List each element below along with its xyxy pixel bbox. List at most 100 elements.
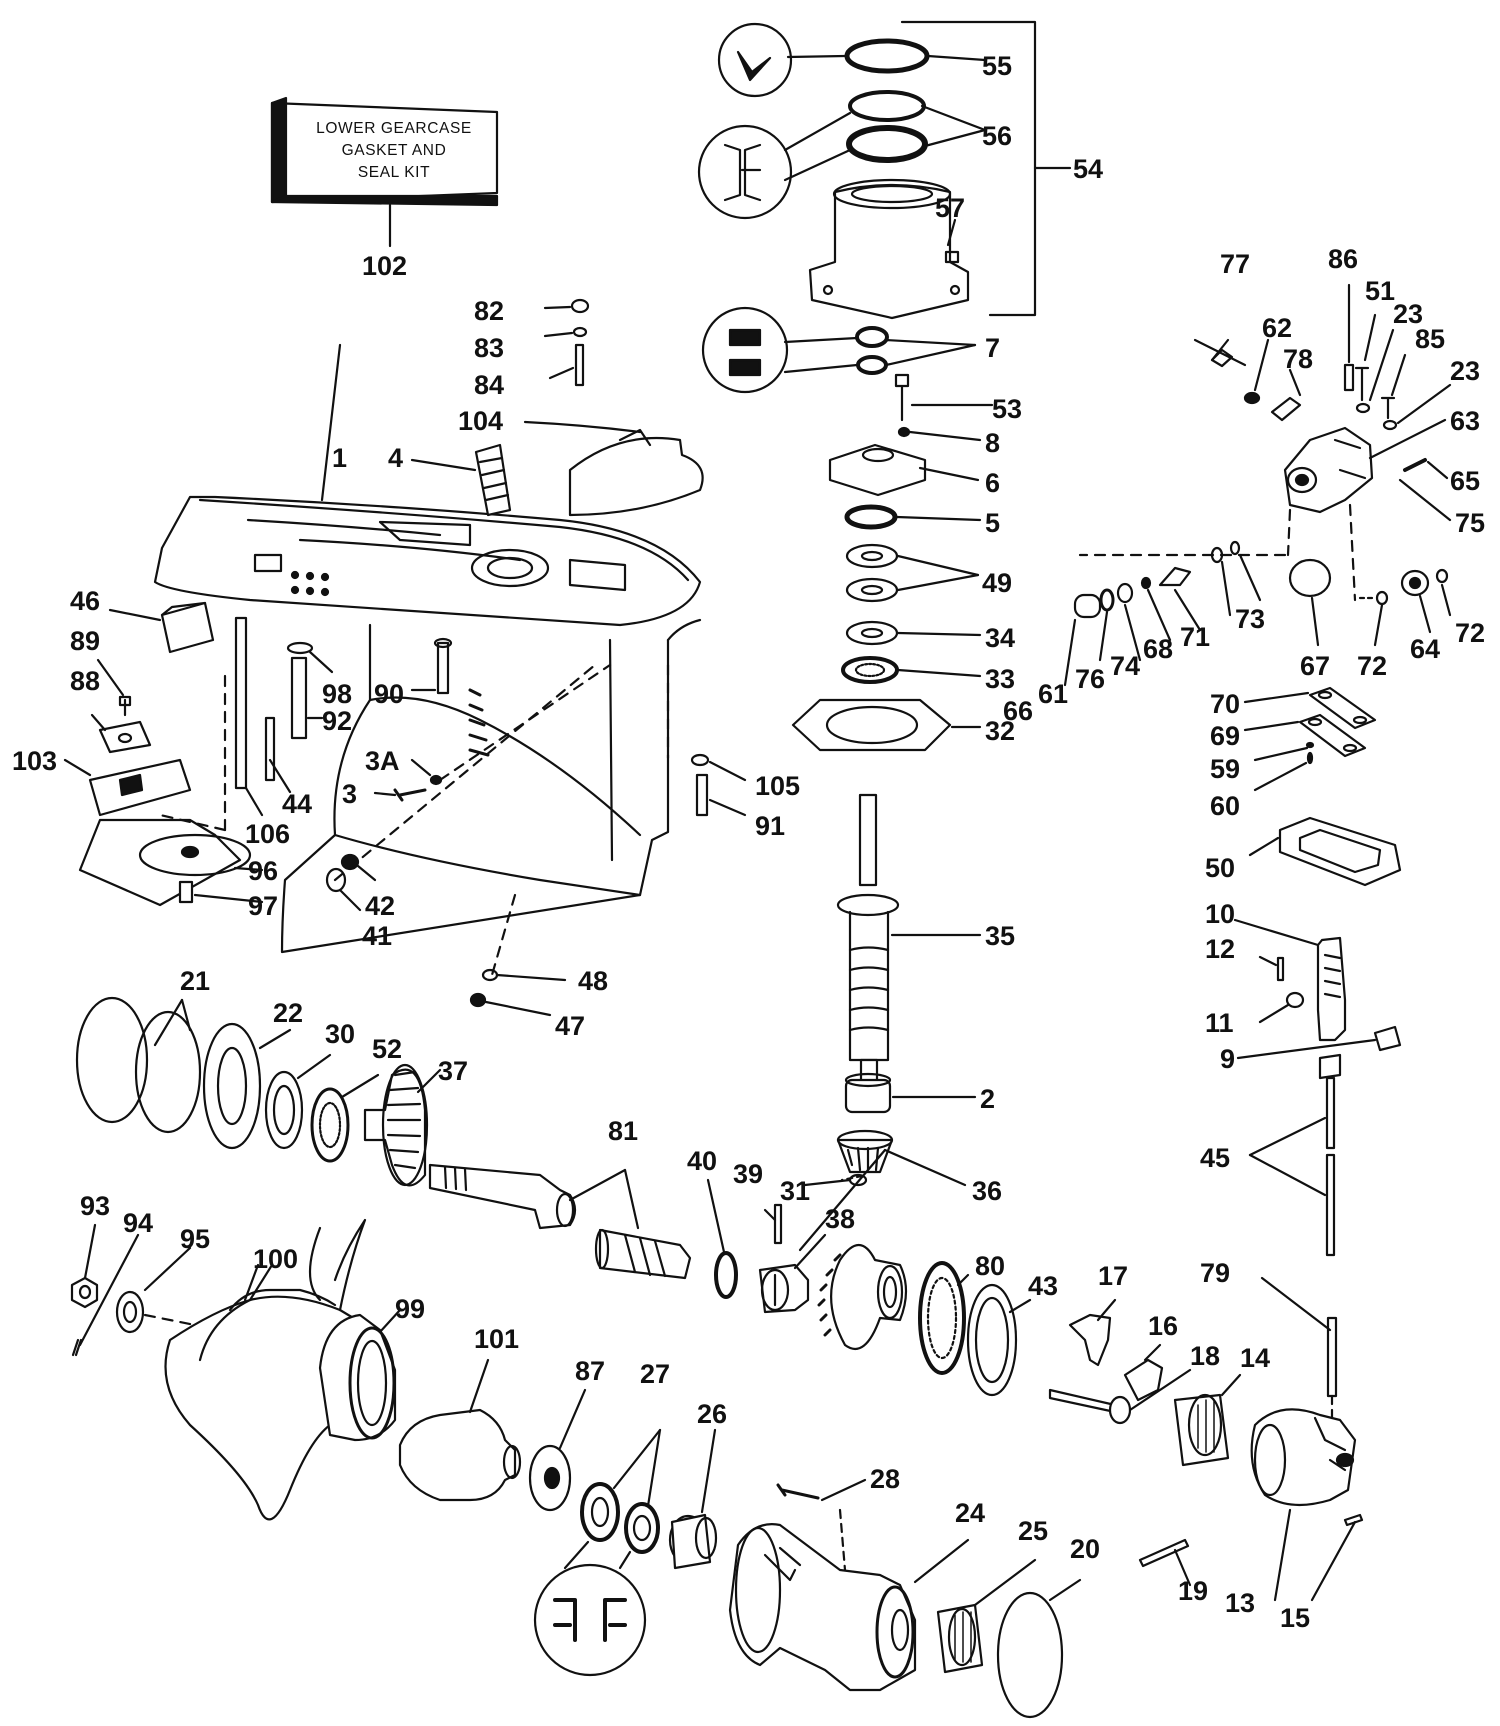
- callout-74: 74: [1110, 651, 1140, 681]
- callout-31: 31: [780, 1176, 810, 1206]
- callout-24: 24: [955, 1498, 985, 1528]
- gasket-seal-kit-box: [270, 96, 499, 248]
- propeller-gear-train: [70, 996, 1364, 1719]
- callout-56: 56: [982, 121, 1012, 151]
- callout-80: 80: [975, 1251, 1005, 1281]
- callout-27: 27: [640, 1359, 670, 1389]
- gearcase-housing: [153, 343, 702, 954]
- callout-71: 71: [1180, 622, 1210, 652]
- callout-4: 4: [388, 443, 403, 473]
- callout-11: 11: [1205, 1008, 1234, 1038]
- callout-94: 94: [123, 1208, 153, 1238]
- callout-73: 73: [1235, 604, 1265, 634]
- callout-79: 79: [1200, 1258, 1230, 1288]
- callout-6: 6: [985, 468, 1000, 498]
- callout-15: 15: [1280, 1603, 1310, 1633]
- callout-81: 81: [608, 1116, 638, 1146]
- callout-96: 96: [248, 856, 278, 886]
- callout-63: 63: [1450, 406, 1480, 436]
- callout-8: 8: [985, 428, 1000, 458]
- callout-3: 3: [342, 779, 357, 809]
- callout-92: 92: [322, 706, 352, 736]
- callout-76: 76: [1075, 664, 1105, 694]
- callout-50: 50: [1205, 853, 1235, 883]
- callout-72a: 72: [1357, 651, 1387, 681]
- callout-104: 104: [458, 406, 503, 436]
- callout-84: 84: [474, 370, 504, 400]
- callout-57: 57: [935, 193, 965, 223]
- callout-69: 69: [1210, 721, 1240, 751]
- callout-95: 95: [180, 1224, 210, 1254]
- callout-30: 30: [325, 1019, 355, 1049]
- callout-52: 52: [372, 1034, 402, 1064]
- callout-38: 38: [825, 1204, 855, 1234]
- callout-98: 98: [322, 679, 352, 709]
- callout-97: 97: [248, 891, 278, 921]
- callout-19: 19: [1178, 1576, 1208, 1606]
- callout-106: 106: [245, 819, 290, 849]
- callout-72b: 72: [1455, 618, 1485, 648]
- callout-83: 83: [474, 333, 504, 363]
- callout-93: 93: [80, 1191, 110, 1221]
- callout-68: 68: [1143, 634, 1173, 664]
- callout-16: 16: [1148, 1311, 1178, 1341]
- callout-17: 17: [1098, 1261, 1128, 1291]
- callout-26: 26: [697, 1399, 727, 1429]
- callout-23b: 23: [1450, 356, 1480, 386]
- callout-18: 18: [1190, 1341, 1220, 1371]
- callout-85: 85: [1415, 324, 1445, 354]
- callout-28: 28: [870, 1464, 900, 1494]
- callout-61: 61: [1038, 679, 1068, 709]
- kit-box-label: LOWER GEARCASE GASKET AND SEAL KIT: [316, 120, 471, 181]
- callout-101: 101: [474, 1324, 519, 1354]
- callout-23a: 23: [1393, 299, 1423, 329]
- callout-5: 5: [985, 508, 1000, 538]
- callout-91: 91: [755, 811, 785, 841]
- callout-36: 36: [972, 1176, 1002, 1206]
- callout-34: 34: [985, 623, 1015, 653]
- callout-10: 10: [1205, 899, 1235, 929]
- callout-90: 90: [374, 679, 404, 709]
- callout-39: 39: [733, 1159, 763, 1189]
- callout-87: 87: [575, 1356, 605, 1386]
- callout-99: 99: [395, 1294, 425, 1324]
- callout-32: 32: [985, 716, 1015, 746]
- callout-51: 51: [1365, 276, 1395, 306]
- callout-22: 22: [273, 998, 303, 1028]
- callout-86: 86: [1328, 244, 1358, 274]
- callout-20: 20: [1070, 1534, 1100, 1564]
- kit-line-2: GASKET AND: [342, 142, 447, 159]
- callout-55: 55: [982, 51, 1012, 81]
- callout-67: 67: [1300, 651, 1330, 681]
- callout-9: 9: [1220, 1044, 1235, 1074]
- callout-65: 65: [1450, 466, 1480, 496]
- callout-78: 78: [1283, 344, 1313, 374]
- shift-housing-assembly: [1063, 283, 1452, 1257]
- callout-13: 13: [1225, 1588, 1255, 1618]
- callout-82: 82: [474, 296, 504, 326]
- callout-49: 49: [982, 568, 1012, 598]
- callout-70: 70: [1210, 689, 1240, 719]
- bearing-housing-stack: [697, 20, 1072, 1252]
- callout-60: 60: [1210, 791, 1240, 821]
- callout-2: 2: [980, 1084, 995, 1114]
- callout-77: 77: [1220, 249, 1250, 279]
- callout-25: 25: [1018, 1516, 1048, 1546]
- callout-53: 53: [992, 394, 1022, 424]
- callout-45: 45: [1200, 1143, 1230, 1173]
- callout-35: 35: [985, 921, 1015, 951]
- callout-42: 42: [365, 891, 395, 921]
- callout-1: 1: [332, 443, 347, 473]
- callout-48: 48: [578, 966, 608, 996]
- callout-46: 46: [70, 586, 100, 616]
- callout-59: 59: [1210, 754, 1240, 784]
- left-upper-small-parts: [63, 298, 747, 1017]
- callout-54: 54: [1073, 154, 1103, 184]
- callout-100: 100: [253, 1244, 298, 1274]
- callout-75: 75: [1455, 508, 1485, 538]
- callout-66: 66: [1003, 696, 1033, 726]
- callout-labels: 102 82 83 84 104 1 4 46 89 88 103 98 92 …: [12, 51, 1485, 1633]
- callout-7: 7: [985, 333, 1000, 363]
- callout-41: 41: [362, 921, 392, 951]
